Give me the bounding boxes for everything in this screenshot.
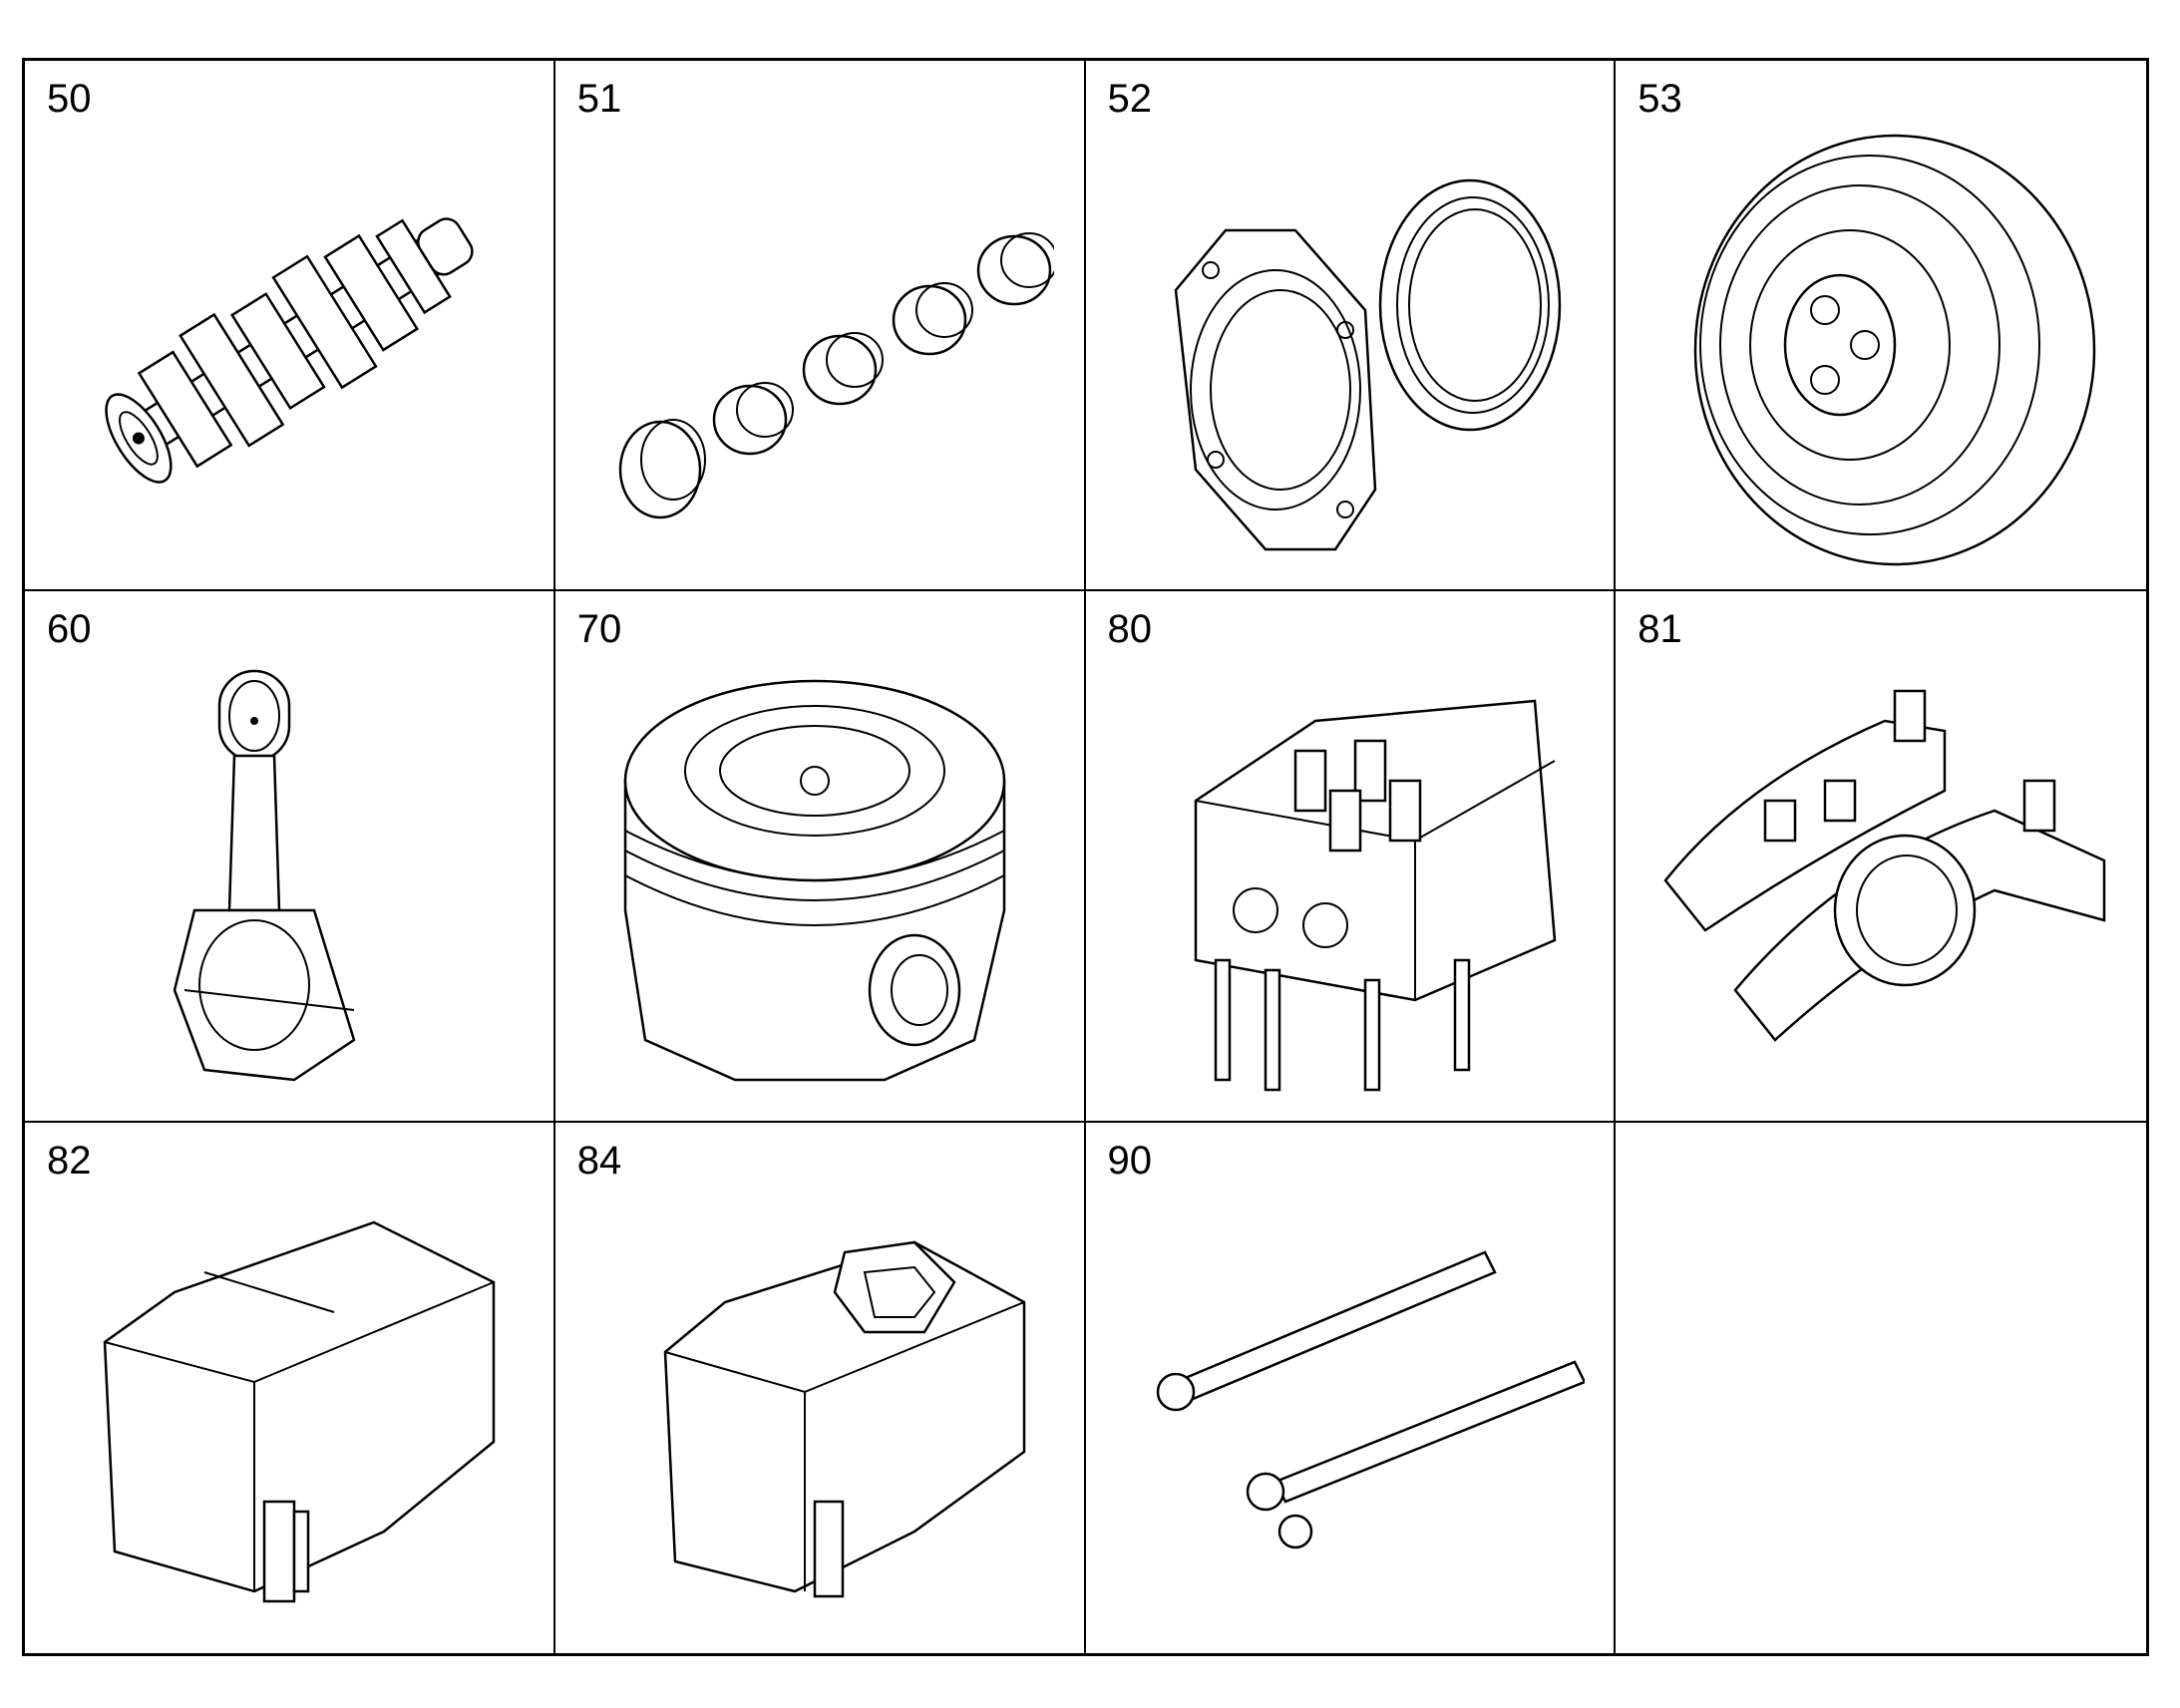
part-number: 81 (1637, 607, 1682, 652)
part-number: 50 (47, 77, 92, 121)
part-number: 82 (47, 1138, 92, 1183)
part-cell[interactable]: 52 (1085, 61, 1617, 592)
piston-icon (585, 661, 1054, 1100)
part-cell[interactable]: 70 (554, 591, 1086, 1123)
cylinder-head-icon (1116, 661, 1585, 1100)
parts-grid: 50 (22, 58, 2149, 1656)
vibration-damper-icon (1645, 131, 2114, 569)
valve-cover-icon (585, 1193, 1054, 1631)
camshaft-icon (1116, 1193, 1587, 1631)
part-cell[interactable]: 90 (1086, 1122, 1617, 1653)
part-cell[interactable]: 82 (25, 1122, 555, 1653)
part-cell[interactable]: 60 (25, 591, 555, 1123)
part-number: 90 (1107, 1138, 1153, 1183)
seal-flange-icon (1116, 131, 1585, 569)
part-number: 52 (1107, 77, 1153, 121)
rocker-arm-icon (1645, 661, 2114, 1100)
part-cell[interactable]: 51 (554, 61, 1086, 592)
part-cell[interactable]: 84 (555, 1122, 1086, 1653)
bearing-shells-icon (585, 131, 1058, 569)
part-number: 84 (576, 1138, 622, 1183)
empty-cell (1616, 1123, 2146, 1653)
connecting-rod-icon (55, 661, 524, 1100)
part-cell[interactable]: 80 (1085, 591, 1617, 1123)
crankshaft-icon (55, 131, 524, 569)
part-number: 53 (1637, 77, 1682, 121)
part-number: 51 (576, 77, 622, 121)
part-cell[interactable]: 53 (1616, 61, 2146, 592)
valve-cover-icon (55, 1193, 524, 1631)
part-number: 60 (47, 607, 92, 652)
part-cell[interactable]: 50 (25, 61, 555, 592)
part-number: 80 (1107, 607, 1153, 652)
part-cell[interactable]: 81 (1616, 591, 2146, 1123)
part-number: 70 (576, 607, 622, 652)
